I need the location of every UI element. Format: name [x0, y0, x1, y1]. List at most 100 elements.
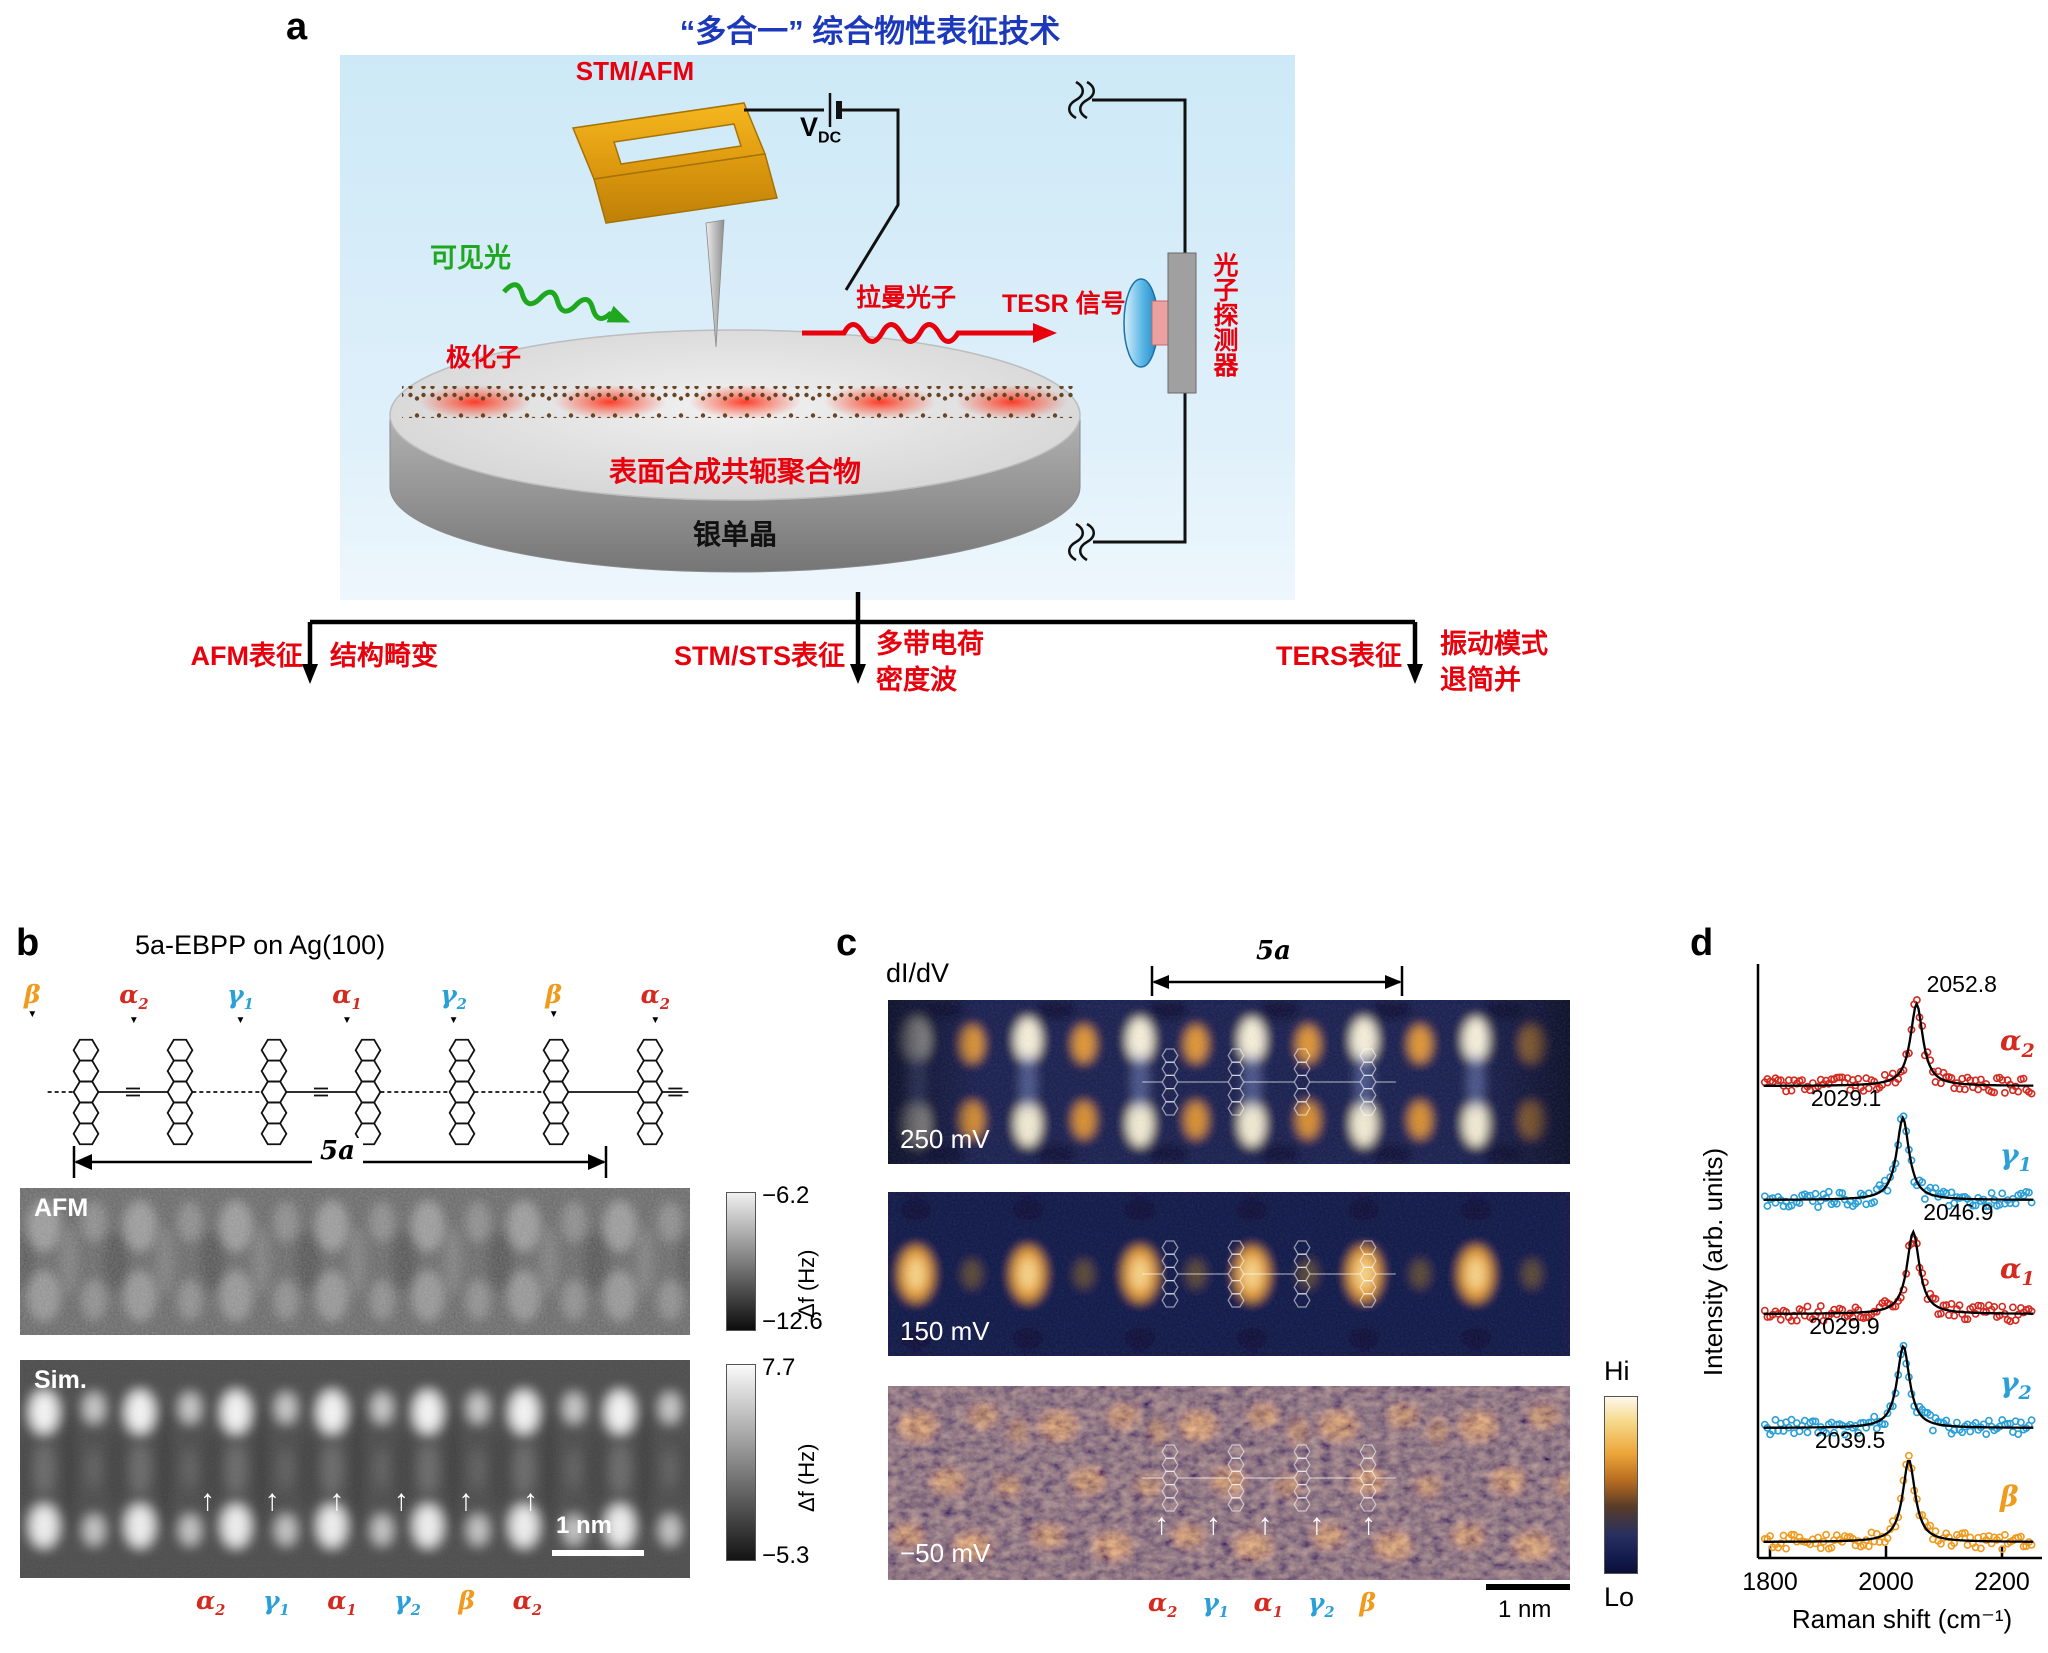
didv-colorbar: [1604, 1396, 1638, 1574]
greek-symbol: β: [1359, 1588, 1376, 1617]
up-arrow-icon: ↑: [1257, 1508, 1273, 1541]
unit-cell-span-label-b: 5a: [312, 1138, 363, 1164]
didv-map-neg50mv: [888, 1386, 1570, 1580]
spectrum-α2: 2052.8α2: [1760, 971, 2036, 1098]
down-arrow-icon: ▼: [448, 1014, 459, 1026]
detector-sensor: [1151, 300, 1169, 346]
panel-b-title-italic: 5a: [135, 930, 166, 960]
up-arrow-icon: ↑: [200, 1484, 215, 1517]
greek-symbol: γ1: [262, 1586, 290, 1619]
greek-symbol: α2: [1148, 1588, 1178, 1621]
afm-branch-label: AFM表征: [190, 641, 303, 671]
fit-line: [1763, 1115, 2034, 1201]
feature-label-α2: α2: [1148, 1590, 1177, 1621]
greek-symbol: β: [24, 980, 41, 1009]
vdc-label: VDC: [800, 112, 841, 147]
up-arrow-icon: ↑: [1361, 1508, 1376, 1541]
greek-symbol: α1: [332, 980, 362, 1013]
structure-bond-labels: β▼α2▼γ1▼α1▼γ2▼β▼α2▼: [24, 982, 670, 1030]
overlay-chain: [1142, 1240, 1396, 1308]
raman-chart: Intensity (arb. units) Raman shift (cm⁻¹…: [1700, 964, 2042, 1634]
feature-label-γ2: γ2: [1308, 1590, 1335, 1621]
greek-symbol: α2: [640, 980, 670, 1013]
greek-symbol: α2: [512, 1586, 542, 1619]
feature-label-γ2: γ2▼: [440, 982, 467, 1030]
feature-label-α2: α2: [196, 1588, 225, 1619]
visible-light-label: 可见光: [430, 243, 511, 273]
scalebar-label-c: 1 nm: [1498, 1596, 1552, 1623]
greek-symbol: γ2: [394, 1586, 421, 1619]
greek-symbol: γ1: [227, 980, 254, 1013]
bias-label-neg50mv: −50 mV: [900, 1538, 991, 1568]
spectrum-γ1: 2029.1γ1: [1760, 1085, 2036, 1211]
down-arrow-icon: ▼: [128, 1014, 139, 1026]
vdc-subscript: DC: [818, 129, 842, 147]
feature-label-β: β: [458, 1588, 475, 1619]
scalebar-label-b: 1 nm: [556, 1512, 613, 1539]
ters-branch-desc-2: 退简并: [1440, 665, 1521, 695]
greek-symbol: β: [545, 980, 563, 1009]
panel-b-label: b: [16, 922, 40, 964]
afm-branch-desc: 结构畸变: [330, 641, 438, 671]
didv-feature-arrows: ↑↑↑↑↑: [1154, 1510, 1376, 1540]
up-arrow-icon: ↑: [522, 1484, 538, 1517]
x-tick-label: 2200: [1974, 1568, 2030, 1596]
feature-label-α1: α1: [327, 1588, 356, 1619]
tesr-signal-label: TESR 信号: [1002, 290, 1126, 318]
greek-symbol: γ1: [1202, 1588, 1229, 1621]
up-arrow-icon: ↑: [329, 1484, 345, 1517]
didv-colorbar-lo: Lo: [1604, 1582, 1635, 1612]
x-tick-label: 1800: [1742, 1568, 1798, 1596]
afm-image-tag: AFM: [34, 1194, 89, 1222]
peak-annotation: 2039.5: [1815, 1427, 1885, 1453]
feature-label-β: β▼: [24, 982, 41, 1030]
schematic-background: [340, 55, 1295, 600]
series-label: γ1: [2000, 1138, 2032, 1176]
down-arrow-icon: ▼: [342, 1014, 352, 1026]
sim-colorbar: [726, 1364, 756, 1561]
acene-chain: [47, 1038, 689, 1146]
feature-label-γ1: γ1: [1202, 1590, 1229, 1621]
fit-line: [1763, 1001, 2034, 1087]
crystal-label: 银单晶: [692, 519, 777, 550]
panel-c-label: c: [836, 922, 858, 964]
afm-colorbar-unit: Δf (Hz): [794, 1249, 819, 1318]
down-arrow-icon: ▼: [27, 1009, 38, 1020]
spectrum-β: 2039.5β: [1760, 1427, 2036, 1554]
polymer-label: 表面合成共轭聚合物: [608, 456, 861, 487]
photon-detector: [1123, 252, 1197, 394]
stm-branch-desc-2: 密度波: [876, 665, 957, 695]
chemical-structure: [47, 1038, 689, 1146]
didv-map-150mv: [888, 1192, 1570, 1356]
greek-symbol: α2: [119, 980, 149, 1013]
sim-image: [20, 1360, 690, 1578]
molecule-overlay-250mv: [1142, 1048, 1396, 1116]
greek-symbol: γ2: [1307, 1588, 1335, 1621]
greek-symbol: α2: [196, 1586, 226, 1619]
up-arrow-icon: ↑: [1205, 1508, 1221, 1541]
panel-b-title-rest: -EBPP on Ag(100): [165, 930, 386, 960]
greek-symbol: α1: [1253, 1588, 1284, 1621]
spectrum-γ2: 2029.9γ2: [1760, 1313, 2036, 1439]
stm-branch-label: STM/STS表征: [673, 641, 845, 671]
afm-colorbar-min: −12.6: [762, 1308, 823, 1335]
panel-a-label: a: [286, 6, 308, 48]
afm-colorbar-max: −6.2: [762, 1182, 810, 1209]
series-label: α2: [2000, 1024, 2035, 1062]
feature-label-γ2: γ2: [394, 1588, 421, 1619]
raman-photon-label: 拉曼光子: [856, 284, 957, 312]
x-tick-label: 2000: [1858, 1568, 1914, 1596]
feature-label-γ1: γ1▼: [227, 982, 254, 1030]
vdc-symbol: V: [800, 112, 819, 142]
flow-connector: [302, 592, 1423, 684]
raman-photon-arrow: [802, 322, 1057, 344]
stm-afm-label: STM/AFM: [575, 56, 695, 86]
detector-plate: [1167, 252, 1197, 394]
didv-label: dI/dV: [886, 958, 950, 988]
bias-label-150mv: 150 mV: [900, 1316, 990, 1346]
series-label: α1: [2000, 1252, 2035, 1290]
afm-image: [20, 1188, 690, 1335]
didv-map-250mv: [888, 1000, 1570, 1164]
visible-light-arrow: [502, 282, 631, 323]
